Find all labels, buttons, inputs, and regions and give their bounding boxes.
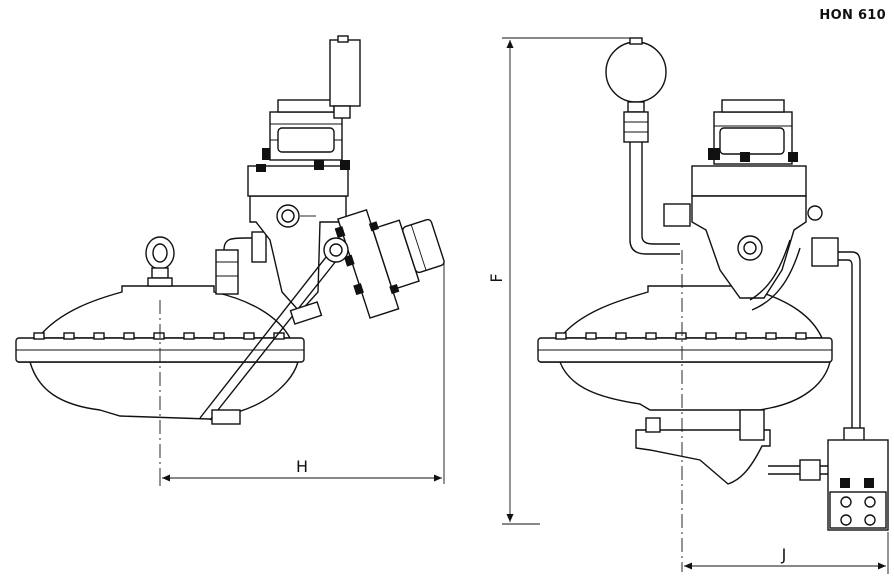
flange-bolts-right <box>555 332 807 340</box>
body-bolts-right <box>708 148 798 162</box>
valve-body-right <box>663 99 823 299</box>
dimension-f-label: F <box>487 273 506 282</box>
impulse-fitting-left <box>215 231 267 295</box>
upper-diaphragm-housing-right <box>558 285 824 339</box>
dimension-j-label: J <box>781 545 787 564</box>
pilot-top-left <box>269 35 361 161</box>
outlet-flange-left <box>334 208 445 319</box>
model-label: HON 610 <box>819 8 886 23</box>
lower-diaphragm-housing-right <box>540 361 831 411</box>
dimension-h: H <box>159 262 445 486</box>
flange-bolts <box>33 332 285 340</box>
pilot-tubing <box>749 237 865 443</box>
lifting-eye <box>145 236 175 287</box>
body-bolts <box>256 148 350 172</box>
dimension-f: F <box>487 37 636 525</box>
dimension-j: J <box>684 532 889 574</box>
upper-diaphragm-housing <box>36 285 292 339</box>
dimension-h-label: H <box>296 457 308 476</box>
bottom-cap <box>635 429 771 485</box>
pressure-gauge <box>605 37 680 255</box>
pilot-control-box <box>768 439 889 531</box>
lower-diaphragm-housing <box>18 361 299 421</box>
right-view-front-elevation: F J <box>487 37 889 574</box>
valve-body-left <box>247 148 350 314</box>
sense-line-left <box>199 237 349 425</box>
solenoid-housing <box>329 39 361 107</box>
left-view-side-elevation: H <box>15 35 445 486</box>
